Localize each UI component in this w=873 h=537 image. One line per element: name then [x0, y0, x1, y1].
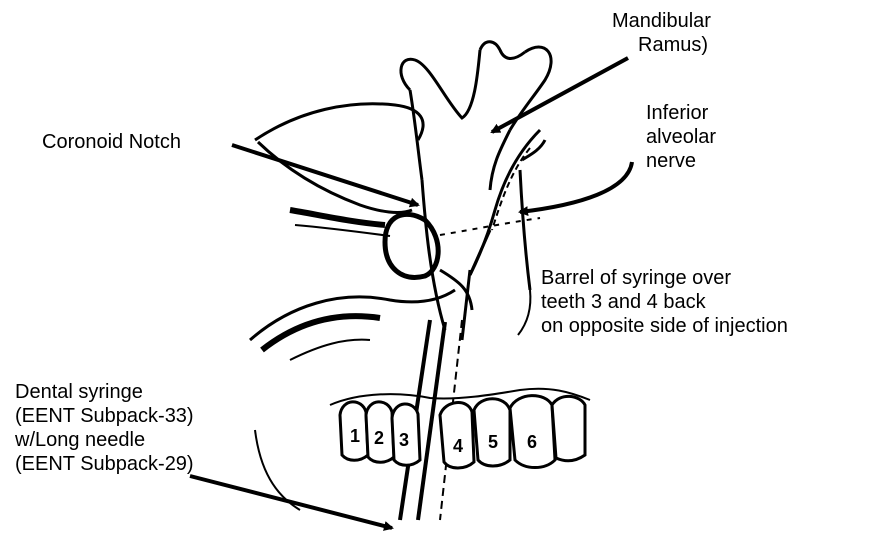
mandible-outline: [401, 42, 551, 335]
label-barrel-line-2: teeth 3 and 4 back: [541, 290, 788, 314]
label-barrel-of-syringe: Barrel of syringe over teeth 3 and 4 bac…: [541, 266, 788, 338]
label-barrel-line-1: Barrel of syringe over: [541, 266, 788, 290]
label-dental-syringe: Dental syringe (EENT Subpack-33) w/Long …: [15, 380, 194, 476]
label-syringe-line-2: (EENT Subpack-33): [15, 404, 194, 428]
label-barrel-line-3: on opposite side of injection: [541, 314, 788, 338]
label-mandibular-ramus-line-1: Mandibular: [612, 9, 711, 33]
tooth-number-3: 3: [399, 430, 409, 450]
label-mandibular-ramus-line-2: Ramus): [612, 33, 711, 57]
nerve-channel: [440, 130, 545, 275]
tooth-number-4: 4: [453, 436, 463, 456]
teeth-row: [330, 389, 590, 468]
label-syringe-line-1: Dental syringe: [15, 380, 194, 404]
tooth-number-5: 5: [488, 432, 498, 452]
tooth-number-2: 2: [374, 428, 384, 448]
arrow-coronoid-notch: [232, 145, 418, 205]
label-nerve-line-3: nerve: [646, 149, 716, 173]
label-syringe-line-4: (EENT Subpack-29): [15, 452, 194, 476]
label-syringe-line-3: w/Long needle: [15, 428, 194, 452]
arrow-dental-syringe: [190, 476, 392, 528]
tooth-number-6: 6: [527, 432, 537, 452]
arrow-inferior-alveolar-nerve: [520, 162, 632, 212]
label-nerve-line-2: alveolar: [646, 125, 716, 149]
label-coronoid-notch-text: Coronoid Notch: [42, 130, 181, 154]
thumb-outline: [385, 214, 472, 310]
tooth-number-1: 1: [350, 426, 360, 446]
label-nerve-line-1: Inferior: [646, 101, 716, 125]
label-mandibular-ramus: Mandibular Ramus): [612, 9, 711, 57]
arrow-mandibular-ramus: [492, 58, 628, 132]
tooth-7: [552, 396, 585, 460]
label-coronoid-notch: Coronoid Notch: [42, 130, 181, 154]
label-inferior-alveolar-nerve: Inferior alveolar nerve: [646, 101, 716, 173]
